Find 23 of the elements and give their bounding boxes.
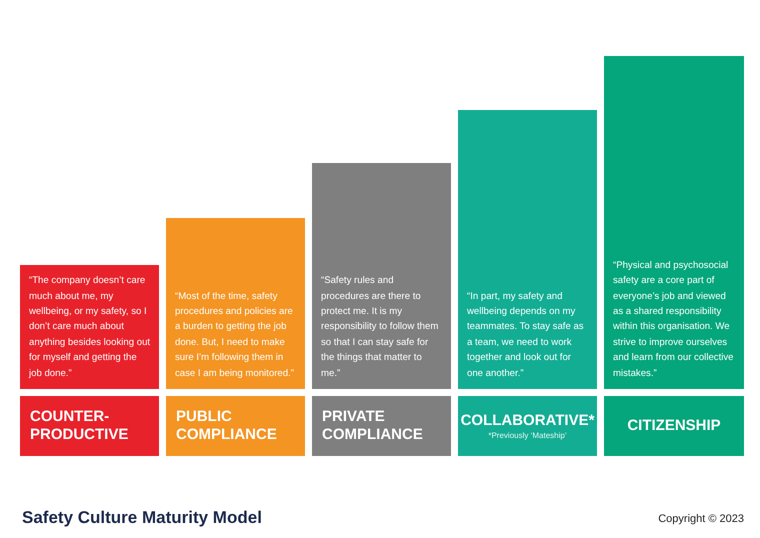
quote-text: “Safety rules and procedures are there to protect me. It is my responsibility to follow them so that I can stay safe for the things that matter to me.” xyxy=(321,274,440,381)
stage-name: COLLABORATIVE* xyxy=(460,412,594,430)
stage-label-box xyxy=(20,396,159,456)
quote-text: “In part, my safety and wellbeing depends on my teammates. To stay safe as a team, we need to work together and look out for one another.” xyxy=(467,290,585,381)
stage-label-box xyxy=(458,396,597,456)
stage-label-box xyxy=(166,396,305,456)
stage-label-box xyxy=(604,396,744,456)
quote-text: “The company doesn’t care much about me, my wellbeing, or my safety, so I don’t care much about anything besides looking out for myself and getting the job done.” xyxy=(29,274,151,381)
quote-bar xyxy=(20,265,159,389)
stage-name: PUBLIC COMPLIANCE xyxy=(176,408,278,444)
quote-text: “Most of the time, safety procedures and policies are a burden to getting the job done. But, I need to make sure I’m following them in case I am being monitored.” xyxy=(175,290,295,381)
title: Safety Culture Maturity Model xyxy=(22,508,262,528)
copyright-text: Copyright © 2023 xyxy=(658,513,744,525)
stage-name: CITIZENSHIP xyxy=(627,417,721,435)
quote-bar xyxy=(166,218,305,389)
quote-text: “Physical and psychosocial safety are a core part of everyone’s job and viewed as a shared responsibility within this organisation. We strive to improve ourselves and learn from our collective mistakes.” xyxy=(613,258,735,381)
stage-name: COUNTER-PRODUCTIVE xyxy=(30,408,130,444)
quote-bar xyxy=(604,56,744,389)
footnote-text: *Previously ‘Mateship’ xyxy=(488,430,567,440)
stage-name: PRIVATE COMPLIANCE xyxy=(322,408,424,444)
stage-label-box xyxy=(312,396,451,456)
quote-bar xyxy=(312,163,451,389)
quote-bar xyxy=(458,110,597,389)
